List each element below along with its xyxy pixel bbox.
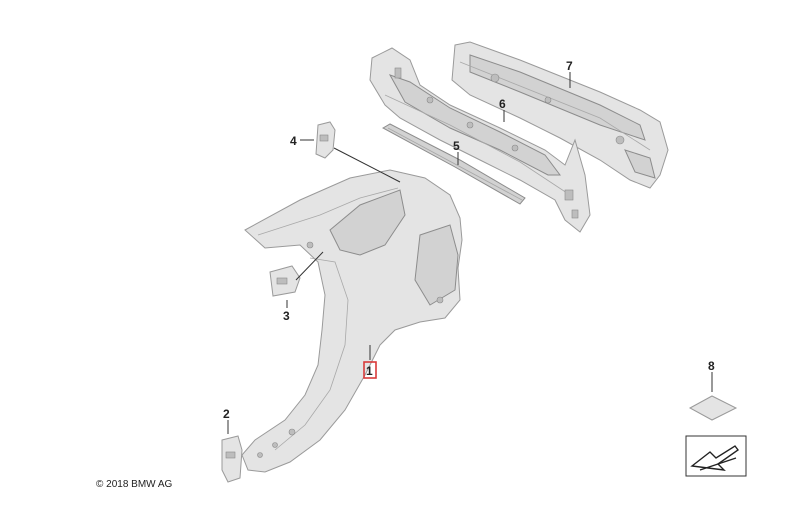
- copyright-text: © 2018 BMW AG: [96, 479, 173, 490]
- callout-1[interactable]: 1: [366, 364, 373, 378]
- part-3-bracket[interactable]: [269, 265, 301, 297]
- callout-7[interactable]: 7: [566, 59, 573, 73]
- part-5-strip[interactable]: [381, 123, 526, 205]
- callout-8[interactable]: 8: [708, 359, 715, 373]
- callout-3[interactable]: 3: [283, 309, 290, 323]
- part-6-cross-member[interactable]: [369, 47, 591, 233]
- callout-2[interactable]: 2: [223, 407, 230, 421]
- part-7-rear-panel[interactable]: [451, 41, 669, 189]
- part-4-bracket[interactable]: [315, 121, 336, 159]
- leader-lines: [227, 72, 713, 434]
- callout-5[interactable]: 5: [453, 139, 460, 153]
- callout-6[interactable]: 6: [499, 97, 506, 111]
- part-2-bracket[interactable]: [221, 435, 243, 483]
- callout-4[interactable]: 4: [290, 134, 297, 148]
- part-8-pad[interactable]: [688, 395, 738, 421]
- reference-symbol-box: [685, 435, 747, 477]
- part-1-side-frame[interactable]: [241, 169, 463, 473]
- callout-1-highlight: [363, 361, 377, 379]
